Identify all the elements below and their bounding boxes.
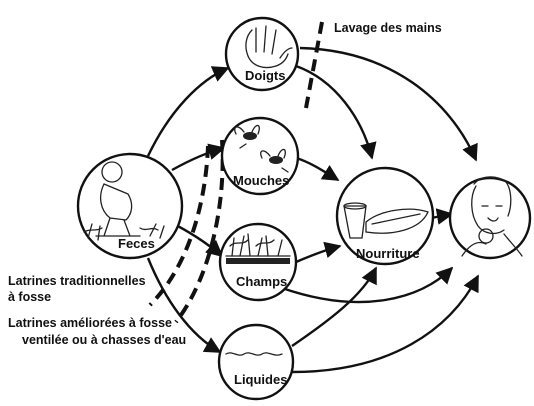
node-doigts: Doigts [224, 16, 300, 92]
latrines-traditionnelles-label-line1: Latrines traditionnelles [8, 274, 146, 288]
arrow-doigts-nourriture [295, 64, 377, 160]
doigts-circle [224, 16, 300, 92]
node-feces: Feces [76, 152, 184, 260]
arrow-feces-doigts [146, 66, 230, 157]
barrier-latrines-traditionnelles [148, 145, 210, 307]
mouches-circle [220, 116, 300, 196]
feces-label: Feces [118, 236, 155, 251]
latrines-traditionnelles-label-line2: à fosse [8, 290, 51, 304]
node-liquides: Liquides [217, 323, 295, 401]
arrow-feces-mouches [171, 143, 226, 172]
barrier-latrines-ameliorees [174, 139, 225, 324]
flies-illustration [234, 124, 289, 173]
field-illustration [225, 233, 291, 264]
latrines-ameliorees-label-line1: Latrines améliorées à fosse [8, 316, 172, 330]
liquides-circle [217, 323, 295, 401]
nourriture-circle [335, 166, 435, 266]
node-nourriture: Nourriture [335, 166, 435, 266]
liquides-label: Liquides [234, 372, 287, 387]
barrier-labels: Lavage des mains Latrines traditionnelle… [8, 21, 442, 347]
nourriture-label: Nourriture [356, 246, 420, 261]
arrow-mouches-nourriture [295, 156, 340, 182]
hand-illustration [245, 25, 293, 69]
arrow-liquides-person [291, 274, 480, 374]
mouches-label: Mouches [233, 173, 289, 188]
feces-circle [76, 152, 184, 260]
arrow-feces-liquides [146, 257, 222, 354]
node-champs: Champs [218, 222, 298, 302]
node-person [448, 176, 532, 260]
champs-label: Champs [236, 274, 287, 289]
latrines-ameliorees-label-line2: ventilée ou à chasses d'eau [22, 333, 186, 347]
arrow-liquides-nourriture [291, 266, 378, 347]
node-mouches: Mouches [220, 116, 300, 196]
arrow-doigts-person [299, 46, 478, 162]
lavage-des-mains-label: Lavage des mains [334, 21, 442, 35]
arrow-champs-person [281, 266, 454, 304]
water-illustration [225, 352, 283, 356]
food-illustration [343, 202, 429, 239]
crouching-person-illustration [83, 161, 165, 241]
person-circle [448, 176, 532, 260]
doigts-label: Doigts [245, 68, 285, 83]
arrow-champs-nourriture [295, 241, 342, 264]
barrier-lavage-des-mains [304, 21, 324, 109]
person-eating-illustration [461, 176, 523, 257]
